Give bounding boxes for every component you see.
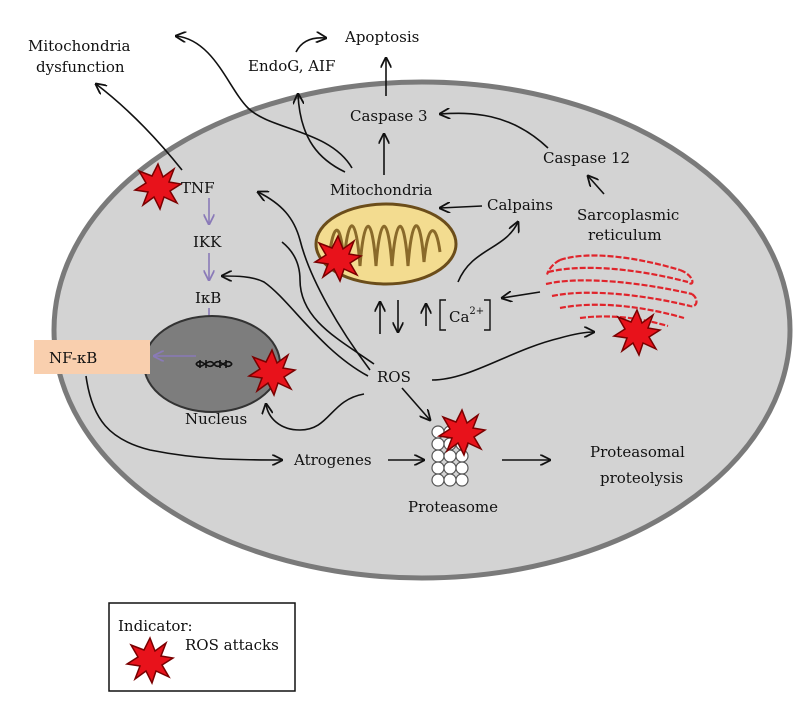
caspase12-label: Caspase 12 <box>543 149 630 167</box>
arrow-ca-to-calpains <box>457 222 518 283</box>
arrow-ros-to-nucleus <box>266 393 365 431</box>
arrow-ros-to-proteasome <box>401 387 430 420</box>
tnf-label: TNF <box>181 179 215 197</box>
arrow-sr-to-caspase12 <box>588 176 605 195</box>
nucleus-label: Nucleus <box>185 410 247 428</box>
arrow-ros-to-sr <box>431 332 594 381</box>
mitochondria-label: Mitochondria <box>330 181 433 199</box>
ca-label: Ca2+ <box>449 306 484 326</box>
dna-helix-icon <box>195 360 233 368</box>
arrow-ros-to-tnf <box>258 192 371 371</box>
arrow-nfkb-to-atrogenes <box>85 375 282 460</box>
arrow-sr-to-ca <box>502 292 541 298</box>
arrow-mito-to-endog <box>298 94 346 173</box>
ca-bracket-left <box>439 299 446 331</box>
arrow-ros-to-mito <box>281 241 375 365</box>
arrow-endog-to-apoptosis <box>295 38 326 53</box>
arrow-calpains-to-mito <box>440 206 483 208</box>
ca-bracket-right <box>484 299 491 331</box>
arrow-mito-to-mito-dysfunction <box>176 36 353 169</box>
arrow-caspase12-to-caspase3 <box>440 113 549 149</box>
legend: Indicator: ROS attacks <box>108 602 296 692</box>
legend-entry: ROS attacks <box>185 636 279 654</box>
caspase3-label: Caspase 3 <box>350 107 428 125</box>
proteolysis-label-2: proteolysis <box>600 469 683 487</box>
ros-label: ROS <box>377 368 411 386</box>
ikb-label: IκB <box>195 289 221 307</box>
sr-label-1: Sarcoplasmic <box>577 206 679 224</box>
nfkb-label: NF-κB <box>49 349 97 367</box>
endog-aif-label: EndoG, AIF <box>248 57 335 75</box>
mito-dysfunction-label-1: Mitochondria <box>28 37 131 55</box>
sr-label-2: reticulum <box>588 226 662 244</box>
proteolysis-label-1: Proteasomal <box>590 443 685 461</box>
calpains-label: Calpains <box>487 196 553 214</box>
legend-title: Indicator: <box>118 617 193 635</box>
arrow-ros-to-ikb <box>222 276 369 377</box>
nfkb-box <box>34 340 150 374</box>
mito-dysfunction-label-2: dysfunction <box>36 58 125 76</box>
arrow-tnf-to-mito-dysfunction <box>96 84 183 171</box>
atrogenes-label: Atrogenes <box>293 451 372 469</box>
sarcoplasmic-reticulum-icon <box>545 254 698 328</box>
apoptosis-label: Apoptosis <box>344 28 419 46</box>
ikk-label: IKK <box>193 233 222 251</box>
proteasome-label: Proteasome <box>408 498 498 516</box>
cell-membrane <box>51 79 793 581</box>
